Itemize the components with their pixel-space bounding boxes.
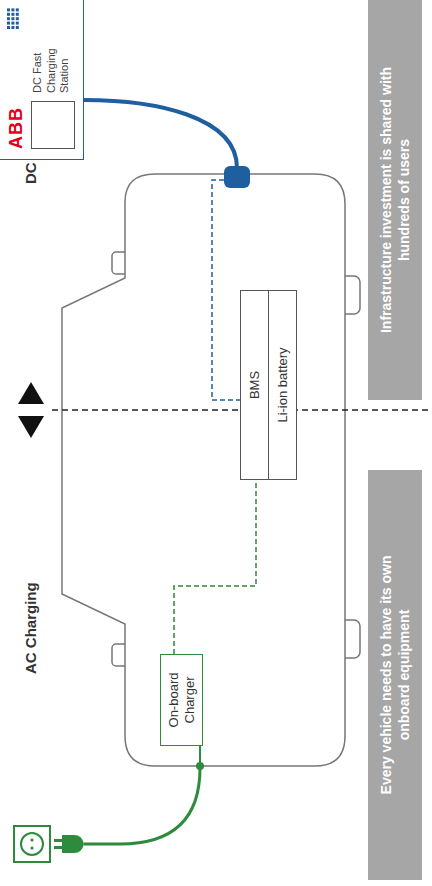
grey-label: Infrastructure investment is shared with… [377,50,413,350]
station-screen [31,101,75,149]
charger-box: On-board Charger [160,654,203,746]
ac-plug [54,746,204,853]
battery-label: Li-ion battery [275,347,290,422]
section-heading: AC Charging [22,582,39,674]
station-row: DC Fast Charging Station [31,7,75,149]
ac-cable [84,768,200,844]
battery-row: BMS [241,291,269,479]
wall-socket [14,826,50,862]
station-label: DC Fast Charging Station [31,13,72,93]
grey-box: Every vehicle needs to have its own onbo… [368,470,422,880]
grey-label: Every vehicle needs to have its own onbo… [377,530,413,820]
arrow-left [18,416,44,438]
station-box: ABBDC Fast Charging Station [0,0,84,160]
brand-logo: ABB [7,7,27,149]
charger-label: On-board Charger [166,664,197,736]
battery-label: BMS [247,371,262,399]
connector [84,100,250,400]
grey-box: Infrastructure investment is shared with… [368,0,422,400]
battery-row: Li-ion battery [269,291,296,479]
connector [174,480,256,654]
car-body [62,174,345,766]
dot-grid [7,7,21,29]
battery-box: BMS Li-ion battery [240,290,297,480]
arrow-right [18,382,44,404]
